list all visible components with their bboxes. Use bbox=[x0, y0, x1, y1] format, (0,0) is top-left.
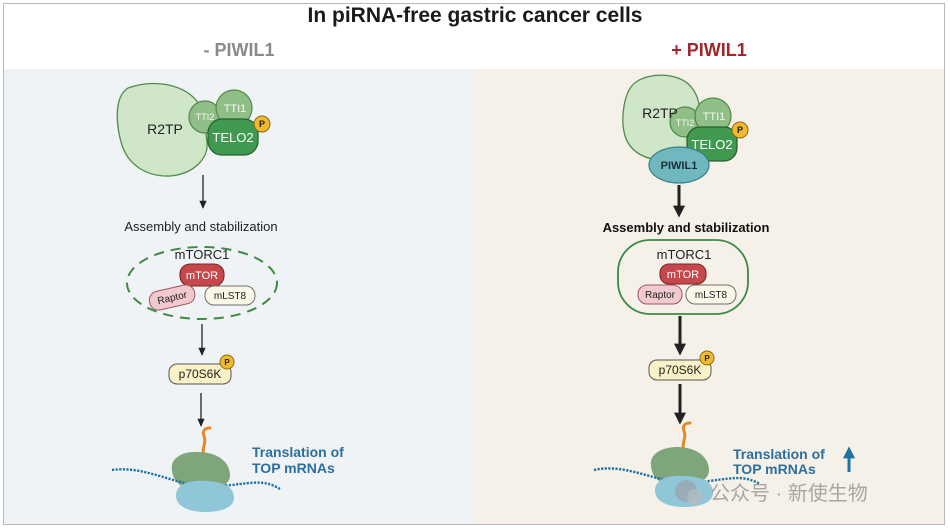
plus-piwil1-header: + PIWIL1 bbox=[671, 40, 747, 60]
right-raptor-shape bbox=[637, 284, 683, 305]
left-p70s6k-node: p70S6K P bbox=[168, 354, 235, 385]
right-mtorc1-complex: mTORC1 mTOR Raptor mLST8 bbox=[617, 239, 749, 315]
left-p70s6k-phospho-label: P bbox=[224, 358, 230, 367]
right-mlst8-shape bbox=[685, 284, 737, 305]
right-p70s6k-phospho-label: P bbox=[704, 354, 710, 363]
right-translation-label-line1: Translation of bbox=[733, 446, 825, 462]
minus-piwil1-header: - PIWIL1 bbox=[203, 40, 275, 60]
right-ribosome-large-subunit bbox=[650, 447, 710, 486]
right-piwil1-shape bbox=[648, 146, 710, 184]
left-tti2-label: TTI2 bbox=[196, 112, 215, 122]
left-raptor-shape bbox=[148, 284, 196, 311]
left-mtor-label: mTOR bbox=[186, 270, 218, 282]
right-mtor-label: mTOR bbox=[667, 269, 699, 281]
right-p70s6k-node: p70S6K P bbox=[648, 350, 715, 381]
left-mtorc1-complex: mTORC1 mTOR Raptor mLST8 bbox=[126, 246, 278, 320]
left-r2tp-shape bbox=[116, 82, 208, 177]
right-p70s6k-phospho bbox=[699, 350, 715, 366]
right-phospho-label: P bbox=[737, 125, 743, 135]
left-translation-label-line1: Translation of bbox=[252, 444, 344, 460]
left-telo2-phospho bbox=[253, 115, 271, 133]
right-mlst8-label: mLST8 bbox=[695, 290, 728, 301]
left-p70s6k-phospho bbox=[219, 354, 235, 370]
right-tti2-label: TTI2 bbox=[676, 118, 695, 128]
left-telo2-label: TELO2 bbox=[212, 130, 253, 145]
watermark: 公众号 · 新使生物 bbox=[675, 480, 868, 505]
left-translation-label-line2: TOP mRNAs bbox=[252, 460, 335, 476]
left-mtorc1-label: mTORC1 bbox=[175, 247, 230, 262]
right-mtor-shape bbox=[659, 263, 707, 285]
left-mlst8-shape bbox=[204, 285, 256, 306]
left-p70s6k-shape bbox=[168, 363, 232, 385]
right-translation-label-line2: TOP mRNAs bbox=[733, 461, 816, 477]
watermark-text: 公众号 · 新使生物 bbox=[710, 482, 868, 505]
right-raptor-label: Raptor bbox=[645, 290, 676, 301]
left-mlst8-label: mLST8 bbox=[214, 291, 247, 302]
left-ribosome-small-subunit bbox=[175, 480, 234, 512]
left-tti1-label: TTI1 bbox=[224, 103, 247, 115]
left-r2tp-label: R2TP bbox=[147, 121, 183, 137]
right-tti1-label: TTI1 bbox=[703, 111, 726, 123]
left-ribosome bbox=[111, 426, 281, 512]
wechat-icon-bubble bbox=[687, 489, 703, 505]
right-p70s6k-shape bbox=[648, 359, 712, 381]
left-nascent-peptide bbox=[201, 426, 212, 459]
right-assembly-label: Assembly and stabilization bbox=[603, 220, 770, 235]
right-r2tp-complex: R2TP TTI2 TTI1 TELO2 P PIWIL1 bbox=[622, 74, 749, 184]
right-mtorc1-label: mTORC1 bbox=[657, 247, 712, 262]
right-piwil1-label: PIWIL1 bbox=[661, 160, 698, 172]
right-nascent-peptide bbox=[681, 421, 692, 454]
right-r2tp-label: R2TP bbox=[642, 105, 678, 121]
figure-title: In piRNA-free gastric cancer cells bbox=[307, 4, 643, 27]
left-ribosome-large-subunit bbox=[171, 451, 231, 491]
right-mtorc1-solid-boundary bbox=[617, 239, 749, 315]
right-telo2-phospho bbox=[731, 121, 749, 139]
left-phospho-label: P bbox=[259, 119, 265, 129]
left-assembly-label: Assembly and stabilization bbox=[124, 219, 277, 234]
left-p70s6k-label: p70S6K bbox=[179, 367, 222, 381]
right-telo2-label: TELO2 bbox=[691, 137, 732, 152]
right-p70s6k-label: p70S6K bbox=[659, 363, 702, 377]
left-r2tp-complex: R2TP TTI2 TTI1 TELO2 P bbox=[116, 82, 271, 177]
left-telo2-shape bbox=[207, 118, 259, 156]
left-mtorc1-dashed-boundary bbox=[126, 246, 278, 320]
left-mtor-shape bbox=[179, 263, 225, 287]
